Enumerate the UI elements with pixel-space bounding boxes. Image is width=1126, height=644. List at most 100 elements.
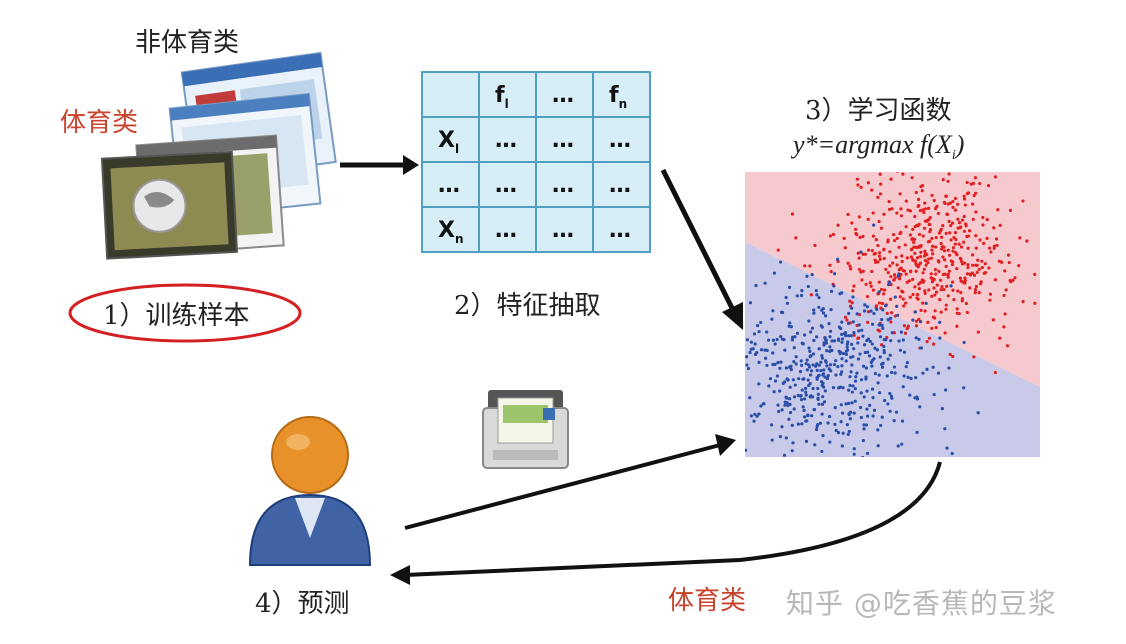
red-class-point: [899, 230, 903, 234]
blue-class-point: [772, 271, 777, 275]
red-class-point: [900, 289, 904, 293]
blue-class-point: [896, 313, 900, 317]
red-class-point: [878, 172, 882, 176]
blue-class-point: [820, 354, 824, 358]
red-class-point: [921, 271, 925, 275]
red-class-point: [962, 229, 967, 233]
red-class-point: [881, 301, 885, 306]
red-class-point: [813, 243, 817, 247]
blue-class-point: [865, 338, 869, 343]
red-class-point: [928, 227, 933, 232]
red-class-point: [918, 245, 922, 249]
step1-label: 1）训练样本: [103, 301, 250, 331]
blue-class-point: [795, 294, 799, 298]
red-class-point: [939, 227, 943, 231]
blue-class-point: [878, 335, 883, 339]
red-class-point: [914, 245, 919, 250]
blue-class-point: [843, 331, 848, 335]
blue-class-point: [882, 338, 886, 342]
blue-class-point: [866, 350, 870, 354]
red-class-point: [947, 172, 951, 176]
blue-class-point: [886, 318, 890, 322]
blue-class-point: [943, 427, 947, 431]
red-class-point: [917, 282, 921, 286]
red-class-point: [878, 257, 882, 261]
blue-class-point: [770, 438, 774, 442]
blue-class-point: [793, 335, 797, 339]
blue-class-point: [917, 337, 921, 341]
red-class-point: [871, 288, 876, 292]
red-class-point: [914, 269, 918, 273]
blue-class-point: [876, 381, 880, 385]
red-class-point: [921, 234, 925, 238]
blue-class-point: [831, 385, 836, 390]
blue-class-point: [900, 442, 904, 446]
blue-class-point: [800, 289, 804, 293]
blue-class-point: [882, 350, 886, 355]
red-class-point: [925, 253, 929, 257]
red-class-point: [1009, 280, 1013, 284]
red-class-point: [973, 176, 978, 180]
red-class-point: [966, 265, 970, 270]
red-class-point: [1021, 199, 1025, 203]
red-class-point: [857, 256, 861, 260]
red-class-point: [918, 209, 923, 213]
red-class-point: [1021, 300, 1025, 304]
blue-class-point: [899, 330, 903, 334]
blue-class-point: [807, 383, 811, 388]
blue-class-point: [789, 368, 793, 372]
blue-class-point: [832, 284, 836, 288]
red-class-point: [856, 251, 860, 255]
red-class-point: [936, 211, 940, 216]
red-class-point: [907, 279, 912, 283]
blue-class-point: [785, 301, 790, 305]
blue-class-point: [880, 317, 884, 322]
red-class-point: [872, 252, 876, 256]
red-class-point: [965, 191, 970, 196]
red-class-point: [932, 342, 936, 346]
red-class-point: [901, 268, 905, 273]
blue-class-point: [748, 350, 752, 355]
blue-class-point: [902, 374, 906, 378]
blue-class-point: [869, 360, 873, 364]
blue-class-point: [850, 363, 854, 367]
blue-class-point: [840, 320, 844, 324]
blue-class-point: [757, 382, 761, 386]
blue-class-point: [806, 284, 810, 289]
blue-class-point: [887, 280, 892, 284]
blue-class-point: [787, 417, 791, 421]
red-class-point: [944, 194, 949, 198]
red-class-point: [1018, 236, 1022, 240]
blue-class-point: [786, 403, 790, 408]
red-class-point: [955, 324, 959, 328]
red-class-point: [808, 264, 812, 268]
red-class-point: [867, 248, 871, 252]
blue-class-point: [806, 378, 810, 382]
red-class-point: [911, 277, 915, 281]
blue-class-point: [812, 407, 817, 412]
red-class-point: [959, 279, 963, 283]
red-class-point: [926, 320, 930, 324]
blue-class-point: [855, 371, 859, 375]
blue-class-point: [759, 404, 763, 408]
blue-class-point: [822, 400, 827, 404]
red-class-point: [904, 225, 908, 229]
red-class-point: [899, 214, 904, 218]
red-class-point: [963, 203, 967, 207]
red-class-point: [910, 237, 914, 241]
blue-class-point: [846, 401, 851, 405]
red-class-point: [1025, 239, 1029, 243]
blue-class-point: [757, 330, 761, 334]
blue-class-point: [852, 447, 856, 451]
blue-class-point: [852, 411, 856, 415]
red-class-point: [929, 272, 933, 276]
blue-class-point: [820, 356, 825, 360]
red-class-point: [921, 301, 925, 305]
blue-class-point: [862, 427, 866, 431]
arrow-icon: [390, 434, 942, 585]
blue-class-point: [803, 386, 808, 390]
red-class-point: [857, 215, 861, 219]
red-class-point: [896, 286, 900, 290]
blue-class-point: [847, 311, 851, 315]
red-class-point: [870, 269, 874, 274]
